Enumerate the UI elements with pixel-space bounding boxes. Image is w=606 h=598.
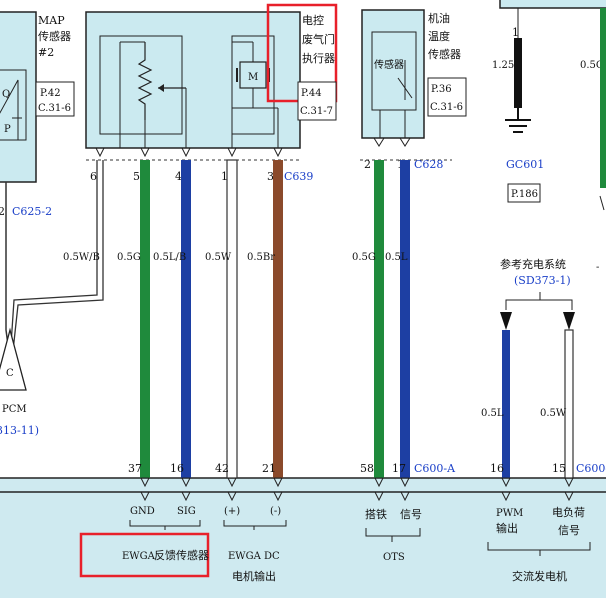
wire-label-3: 0.5Br <box>247 252 275 263</box>
motor-label: M <box>248 72 258 83</box>
wire-load-white <box>564 329 574 479</box>
feedback-highlight <box>79 532 210 578</box>
pcm-pin-21: 21 <box>262 462 276 475</box>
pcm-pin-42: 42 <box>215 462 229 475</box>
ewga-pin-4: 4 <box>175 170 182 183</box>
pcm-pin-16b: 16 <box>490 462 504 475</box>
map-ref-page: P.42 <box>40 88 61 99</box>
right-wire-label: 0.5G <box>580 60 604 71</box>
pcm-conn-b: C600-B <box>576 462 606 475</box>
label-signal-cn: 信号 <box>400 508 422 521</box>
map-ref-conn: C.31-6 <box>38 103 71 114</box>
label-pwm-1: PWM <box>496 508 523 519</box>
wire-white-1 <box>226 159 238 479</box>
label-gnd: GND <box>130 506 155 517</box>
oil-title-2: 温度 <box>428 29 450 43</box>
label-sig: SIG <box>177 506 196 517</box>
ewga-title-1: 电控 <box>302 13 324 27</box>
label-load-2: 信号 <box>558 524 580 537</box>
oil-temp-sensor <box>361 9 425 139</box>
map-title-1: MAP <box>38 14 65 27</box>
pcm-pin-16: 16 <box>170 462 184 475</box>
ewga-pin-3: 3 <box>267 170 274 183</box>
map-connector: C625-2 <box>12 205 52 218</box>
label-pwm-2: 输出 <box>496 521 518 535</box>
pcm-label: PCM <box>2 404 27 415</box>
label-ewga-dc: EWGA DC <box>228 551 280 562</box>
wire-label-4: 0.5L/B <box>153 252 186 263</box>
oil-ref-page: P.36 <box>431 84 452 95</box>
oil-pin-2: 2 <box>364 158 371 171</box>
map-pin: 2 <box>0 205 5 218</box>
label-motor-out: 电机输出 <box>232 569 276 583</box>
wire-label-5: 0.5G <box>117 252 141 263</box>
wire-blue-4 <box>181 160 191 478</box>
ewga-ref-page: P.44 <box>301 88 322 99</box>
oil-title-3: 传感器 <box>428 48 461 61</box>
wire-label-6: 0.5W/B <box>63 252 100 263</box>
ewga-title-3: 执行器 <box>302 51 335 65</box>
oil-connector: C628 <box>414 158 443 171</box>
ewga-pin-5: 5 <box>133 170 140 183</box>
wire-pwm-blue <box>502 330 510 478</box>
ground-pin: 1 <box>512 26 519 39</box>
ground-label: GC601 <box>506 158 544 171</box>
wire-label-load: 0.5W <box>540 408 567 419</box>
label-plus: (+) <box>224 506 240 517</box>
ewga-connector: C639 <box>284 170 313 183</box>
ewga-title-2: 废气门 <box>302 32 335 46</box>
wire-label-pwm: 0.5L <box>481 408 504 419</box>
pcm-c-letter: C <box>6 368 14 379</box>
wire-label-oil-2: 0.5G <box>352 252 376 263</box>
svg-text:Q: Q <box>2 89 10 100</box>
map-title-3: #2 <box>38 46 54 59</box>
ground-wire-label: 1.25B <box>492 60 522 71</box>
pcm-c-connector <box>0 327 27 391</box>
right-top-module <box>499 0 606 9</box>
wire-oil-blue <box>400 160 410 478</box>
charging-ref-id: (SD373-1) <box>514 274 571 287</box>
oil-inner-label: 传感器 <box>374 58 404 71</box>
wire-brown-3 <box>273 160 283 478</box>
ewga-ref-conn: C.31-7 <box>300 106 333 117</box>
ground-symbol <box>505 108 531 133</box>
ewga-pin-1: 1 <box>221 170 228 183</box>
pcm-ref: 313-11) <box>0 424 39 437</box>
map-title-2: 传感器 <box>38 30 71 43</box>
pcm-conn-a: C600-A <box>414 462 456 475</box>
label-ots: OTS <box>383 552 405 563</box>
label-ground-cn: 搭铁 <box>365 508 387 521</box>
oil-title-1: 机油 <box>428 11 450 25</box>
map-sensor: Q P <box>0 11 37 183</box>
charging-ref-label: 参考充电系统 <box>500 257 566 271</box>
label-ewga-1: EWGA <box>122 551 156 562</box>
ewga-pin-6: 6 <box>90 170 97 183</box>
ground-ref-page: P.186 <box>511 189 538 200</box>
pcm-pin-15: 15 <box>552 462 566 475</box>
wire-black-ground <box>514 38 522 108</box>
pcm-pin-37: 37 <box>128 462 142 475</box>
ewga-actuator <box>85 11 301 149</box>
label-minus: (-) <box>270 506 281 517</box>
label-feedback: 反馈传感器 <box>154 549 209 562</box>
label-load-1: 电负荷 <box>552 505 585 519</box>
pcm-pin-58: 58 <box>360 462 374 475</box>
label-alternator: 交流发电机 <box>512 569 567 583</box>
cropped-dash: - <box>596 262 599 273</box>
wire-green-5 <box>140 160 150 478</box>
oil-ref-conn: C.31-6 <box>430 102 463 113</box>
pcm-pin-17: 17 <box>392 462 406 475</box>
svg-text:P: P <box>4 124 11 135</box>
wire-oil-green <box>374 160 384 478</box>
wire-label-oil-1: 0.5L <box>385 252 408 263</box>
wire-label-1: 0.5W <box>205 252 232 263</box>
